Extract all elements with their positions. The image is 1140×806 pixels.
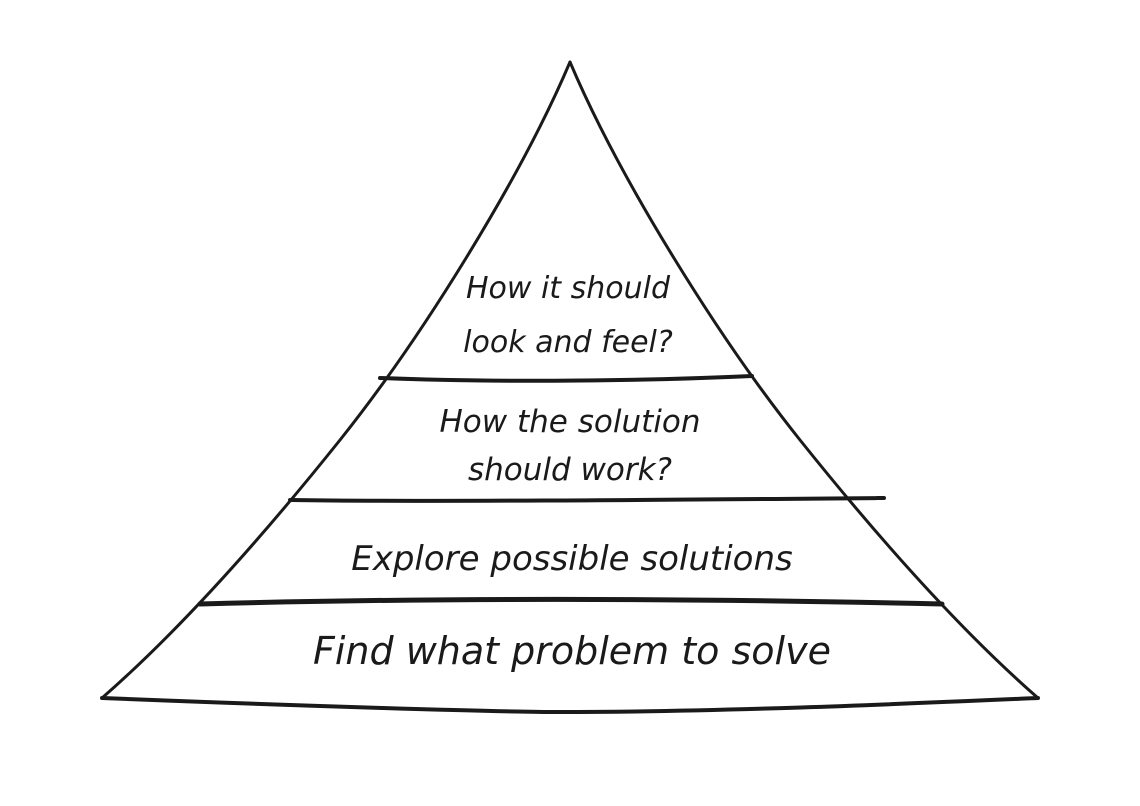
pyramid-left-edge <box>100 60 572 700</box>
pyramid-right-edge <box>568 60 1040 700</box>
pyramid-base <box>100 696 1040 714</box>
level-1-line-2: look and feel? <box>463 325 673 360</box>
level-4-line-1: Find what problem to solve <box>313 629 831 673</box>
divider-line-1 <box>378 374 754 383</box>
level-1-line-1: How it should <box>466 271 671 306</box>
level-2-line-2: should work? <box>468 452 672 488</box>
divider-line-3 <box>197 597 945 607</box>
divider-line-2 <box>288 496 886 503</box>
level-3-line-1: Explore possible solutions <box>351 539 793 579</box>
level-2-line-1: How the solution <box>440 404 701 440</box>
